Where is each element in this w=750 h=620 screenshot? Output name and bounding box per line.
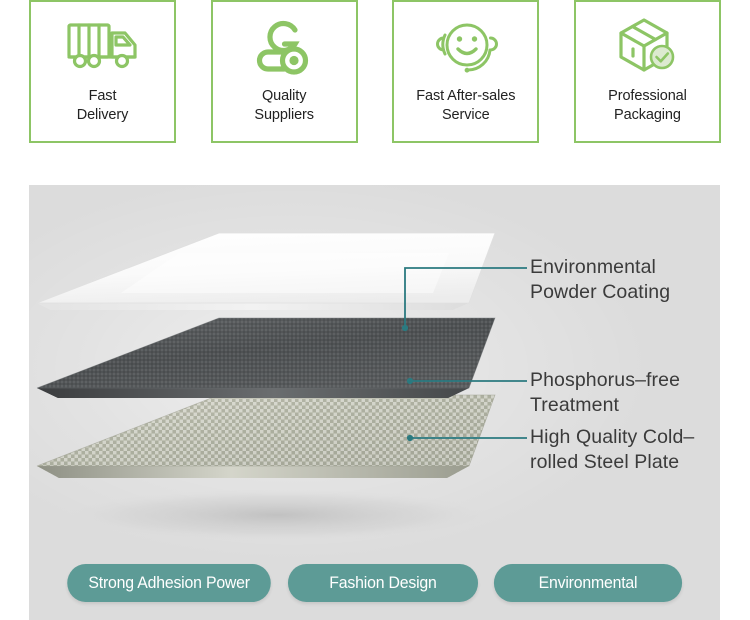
plate-powder-coating [36,232,496,310]
stack-ground-shadow [62,489,492,541]
tag-pill-label: Environmental [538,573,638,592]
feature-card-after-sales-service[interactable]: Fast After-sales Service [392,0,540,143]
delivery-truck-icon [66,14,139,80]
customer-service-headset-icon [430,14,502,80]
quality-suppliers-icon [248,14,320,80]
plate-phosphorus-free [36,317,496,398]
feature-cards-row: Fast Delivery Quality Suppliers [0,0,750,150]
tag-pill-label: Fashion Design [328,573,437,592]
product-illustration-panel: Environmental Powder Coating Phosphorus–… [29,185,720,620]
tag-pill-label: Strong Adhesion Power [88,573,250,592]
feature-card-quality-suppliers[interactable]: Quality Suppliers [210,0,358,143]
plate-steel [36,394,496,478]
feature-card-label: Fast Delivery [76,88,129,123]
exploded-plate-stack [29,185,720,565]
tag-pill-fashion-design[interactable]: Fashion Design [287,564,478,602]
tag-pill-strong-adhesion-power[interactable]: Strong Adhesion Power [67,564,272,602]
feature-tag-pills: Strong Adhesion Power Fashion Design Env… [29,564,720,602]
feature-card-label: Fast After-sales Service [416,88,516,123]
feature-card-label: Professional Packaging [608,88,687,123]
feature-card-professional-packaging[interactable]: Professional Packaging [573,0,721,143]
plate-stack-svg [36,232,496,541]
feature-card-fast-delivery[interactable]: Fast Delivery [29,0,176,143]
tag-pill-environmental[interactable]: Environmental [493,564,683,602]
package-check-icon [611,14,683,80]
feature-card-label: Quality Suppliers [254,88,314,123]
